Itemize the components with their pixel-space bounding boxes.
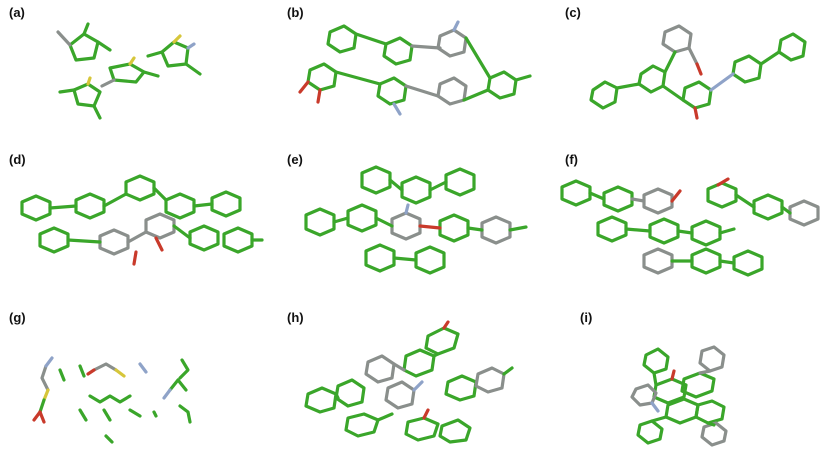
molecule-structure [589,24,807,120]
panel-label: (f) [565,152,578,167]
molecule-structure [560,177,820,277]
panel-label: (e) [287,152,303,167]
panel-label: (h) [287,310,304,325]
molecule-structure [298,20,532,116]
panel-label: (c) [565,5,581,20]
panel-label: (g) [9,310,26,325]
molecule-structure [32,356,192,444]
molecule-structure [20,174,264,266]
molecule-structure [304,165,528,275]
panel-label: (i) [580,310,593,325]
panel-label: (b) [287,5,304,20]
molecule-structure [630,345,728,447]
molecule-structure [56,22,202,120]
panel-label: (a) [9,5,25,20]
panel-label: (d) [9,152,26,167]
molecule-structure [304,320,514,444]
